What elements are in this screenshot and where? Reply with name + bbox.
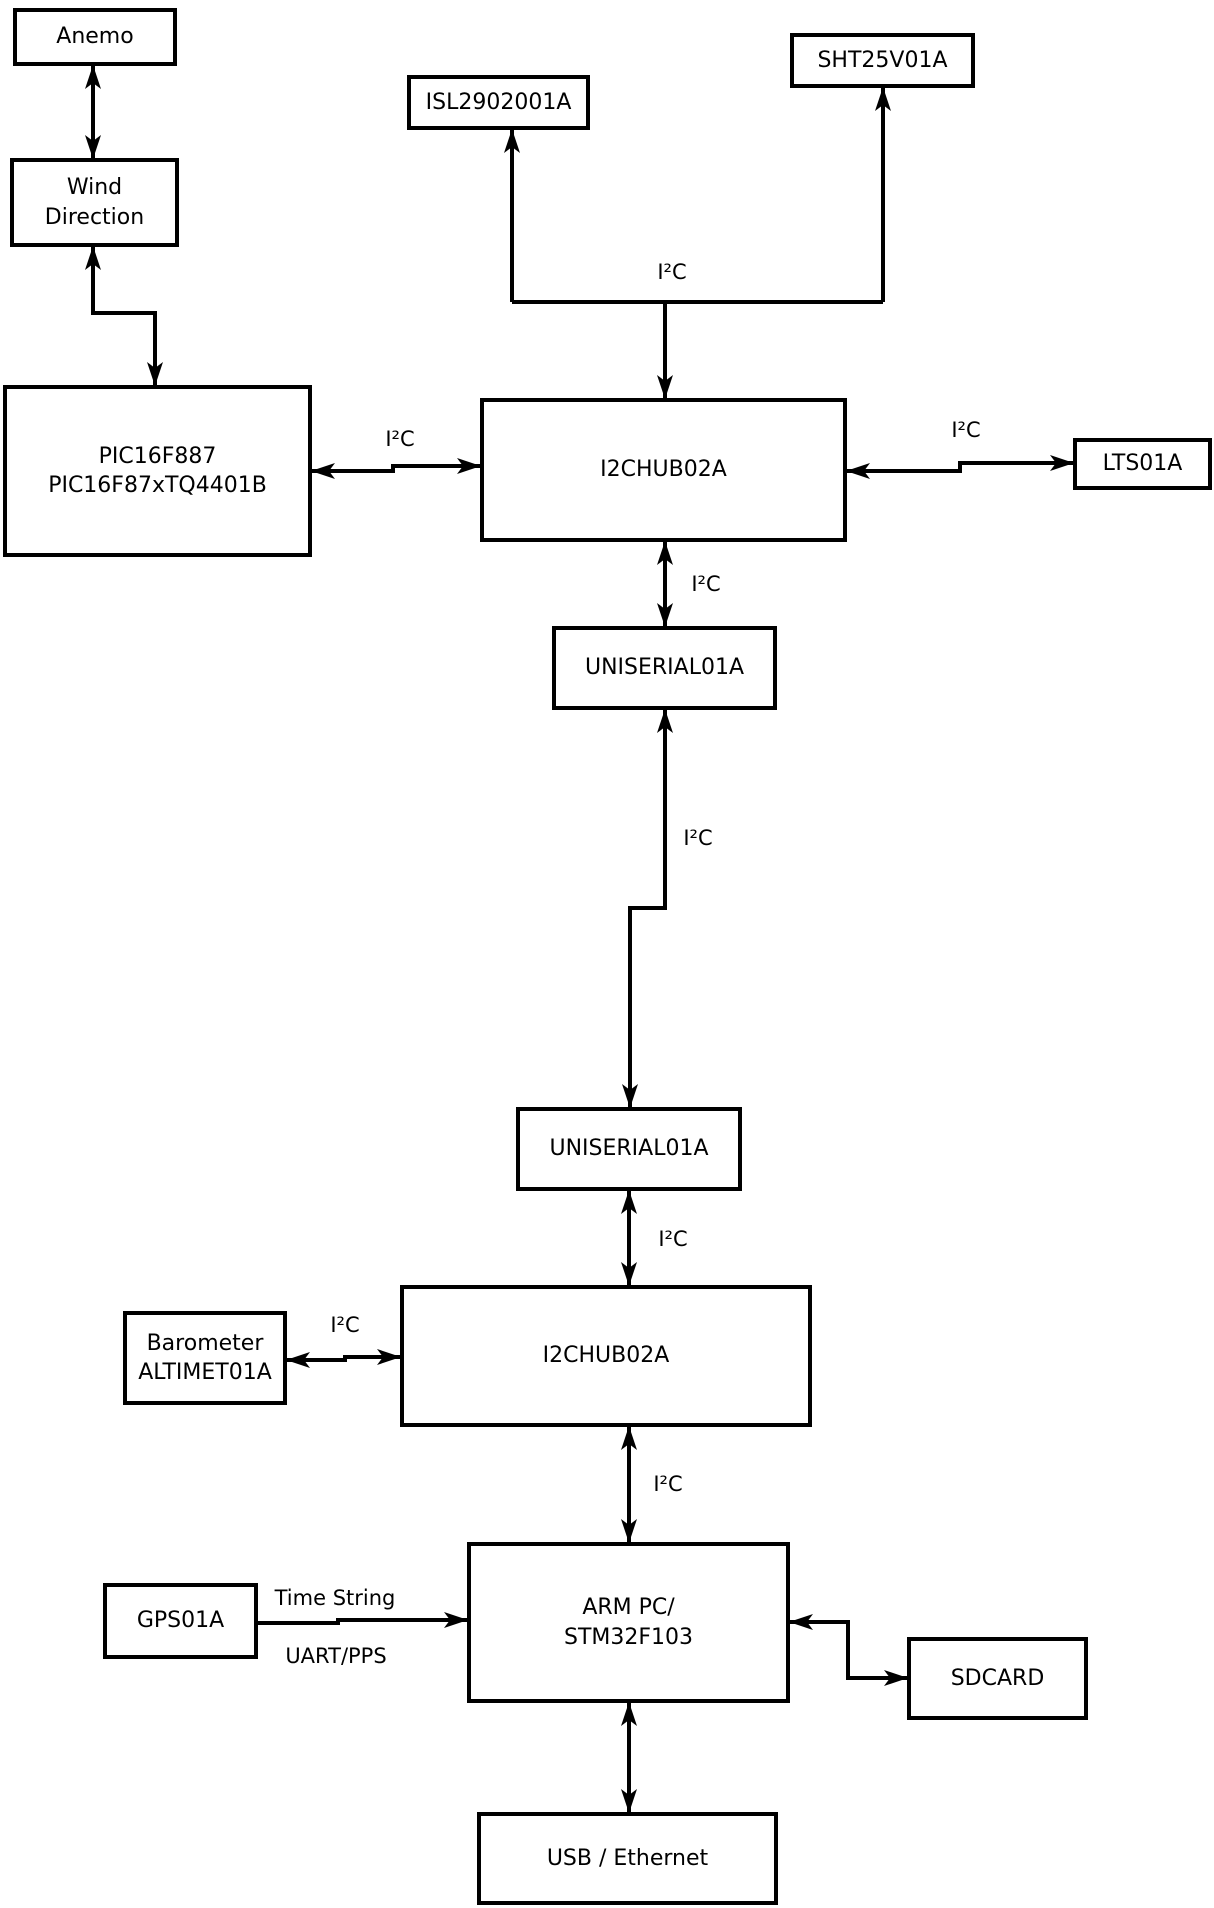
node-usb-ethernet: USB / Ethernet <box>477 1812 778 1905</box>
label-i2c-uniserial2-hub2: I²C <box>658 1227 688 1251</box>
edge-armpc-sdcard <box>789 1614 908 1686</box>
node-lts01a: LTS01A <box>1073 438 1212 490</box>
edge-gps-armpc <box>258 1612 468 1628</box>
node-isl2902001a: ISL2902001A <box>407 75 590 130</box>
label-uart-pps: UART/PPS <box>285 1644 387 1668</box>
label-i2c-hub1-lts: I²C <box>951 418 981 442</box>
node-wind-direction: Wind Direction <box>10 158 179 247</box>
node-uniserial01a-bottom: UNISERIAL01A <box>516 1107 742 1191</box>
edge-wind-pic <box>85 246 163 386</box>
node-anemo: Anemo <box>13 8 177 66</box>
label-i2c-bus-top: I²C <box>657 260 687 284</box>
edge-hub1-lts <box>846 455 1074 479</box>
node-i2chub02a-bottom: I2CHUB02A <box>400 1285 812 1427</box>
label-i2c-hub1-uniserial1: I²C <box>691 572 721 596</box>
edge-uniserial1-uniserial2 <box>622 709 673 1108</box>
node-uniserial01a-top: UNISERIAL01A <box>552 626 777 710</box>
label-i2c-uniserial1-uniserial2: I²C <box>683 826 713 850</box>
node-i2chub02a-top: I2CHUB02A <box>480 398 847 542</box>
label-i2c-pic-hub1: I²C <box>385 427 415 451</box>
edge-baro-hub2 <box>286 1349 401 1368</box>
label-time-string: Time String <box>274 1586 396 1610</box>
node-sht25v01a: SHT25V01A <box>790 33 975 88</box>
node-gps01a: GPS01A <box>103 1583 258 1659</box>
label-i2c-baro-hub2: I²C <box>330 1313 360 1337</box>
node-barometer-altimet01a: Barometer ALTIMET01A <box>123 1311 287 1405</box>
label-i2c-hub2-armpc: I²C <box>653 1472 683 1496</box>
edge-pic-hub1 <box>311 458 481 479</box>
node-sdcard: SDCARD <box>907 1637 1088 1720</box>
node-armpc-stm32f103: ARM PC/ STM32F103 <box>467 1542 790 1703</box>
node-pic16f887: PIC16F887 PIC16F87xTQ4401B <box>3 385 312 557</box>
